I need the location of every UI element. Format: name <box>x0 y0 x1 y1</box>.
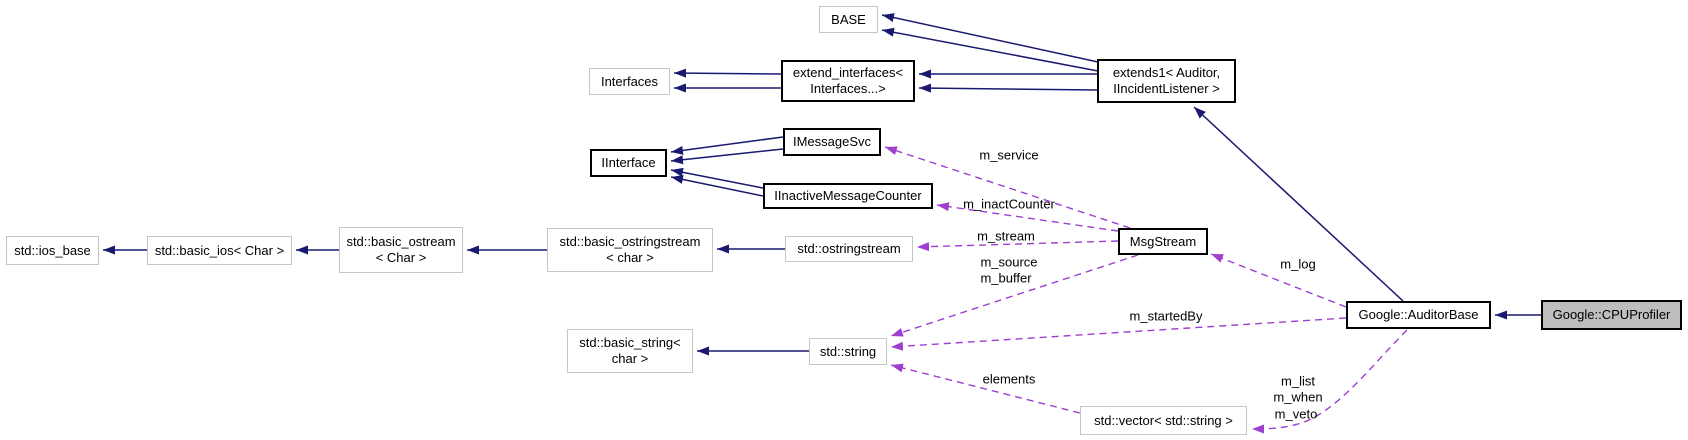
edge-auditorbase-to-msgstream-m-log <box>1210 253 1347 308</box>
node-label-line: MsgStream <box>1129 233 1197 249</box>
edge-label-m-service: m_service <box>979 147 1039 163</box>
node-label-line: IMessageSvc <box>792 134 872 149</box>
edge-auditorbase-to-string-m-startedby <box>890 317 1347 351</box>
edge-label-m-veto: m_veto <box>1274 406 1318 422</box>
node-std-vector-std-string: std::vector< std::string > <box>1080 406 1247 435</box>
node-label-line: std::basic_string< <box>579 335 681 350</box>
edge-label-m-inactcounter: m_inactCounter <box>963 196 1055 212</box>
node-std-ostringstream: std::ostringstream <box>785 236 913 262</box>
node-label-line: < char > <box>606 250 654 265</box>
node-std-string: std::string <box>809 338 887 365</box>
node-label-line: std::basic_ios< Char > <box>154 242 285 258</box>
node-label-line: std::string <box>819 343 877 359</box>
edge-extend-interfaces-to-interfaces-1 <box>673 68 782 78</box>
node-label-line: Interfaces <box>600 73 659 89</box>
node-std-basic-string-char: std::basic_string<char > <box>567 329 693 373</box>
node-label-line: std::basic_ostream <box>346 234 456 249</box>
node-label-line: std::vector< std::string > <box>1094 412 1233 428</box>
node-iinterface[interactable]: IInterface <box>590 149 667 177</box>
node-label-line: IInactiveMessageCounter <box>774 188 922 203</box>
node-label-line: IInterface <box>601 155 656 170</box>
edge-imessagesvc-to-iinterface-2 <box>670 148 784 165</box>
node-label-line: std::basic_ostringstream <box>559 234 701 249</box>
node-iinactivemessagecounter[interactable]: IInactiveMessageCounter <box>763 183 933 209</box>
edge-imessagesvc-to-iinterface-1 <box>670 136 784 155</box>
edge-label-m-list: m_list <box>1281 373 1315 389</box>
edge-iinactivemessagecounter-to-iinterface-1 <box>670 167 764 189</box>
node-label-line: Interfaces...> <box>810 81 886 96</box>
edge-extends1-to-extend-interfaces-2 <box>918 83 1098 93</box>
edge-label-m-startedby: m_startedBy <box>1129 308 1203 324</box>
node-extend-interfaces[interactable]: extend_interfaces<Interfaces...> <box>781 60 915 102</box>
node-label-line: IIncidentListener > <box>1113 81 1220 96</box>
edge-msgstream-to-string-m-source-m-buffer <box>890 254 1139 337</box>
node-interfaces: Interfaces <box>589 68 670 95</box>
node-label-line: extends1< Auditor, <box>1112 65 1221 80</box>
node-std-basic-ostream-char: std::basic_ostream< Char > <box>339 227 463 273</box>
edge-label-m-log: m_log <box>1280 256 1316 272</box>
edge-msgstream-to-ostringstream-m-stream <box>916 240 1119 252</box>
edge-auditorbase-to-vector-m-list-m-when-m-veto <box>1251 329 1408 434</box>
edge-extends1-to-base-2 <box>881 27 1099 72</box>
node-std-basic-ios-char: std::basic_ios< Char > <box>147 236 292 265</box>
edge-label-m-when: m_when <box>1273 389 1323 405</box>
node-label-line: Google::CPUProfiler <box>1552 307 1671 322</box>
edge-extends1-to-base-1 <box>881 13 1099 63</box>
node-extends1-auditor-iincidentlistener[interactable]: extends1< Auditor,IIncidentListener > <box>1097 59 1236 103</box>
edge-msgstream-to-iinactivemessagecounter-m-inactcounter <box>936 202 1119 232</box>
edge-auditorbase-to-extends1 <box>1193 106 1404 302</box>
node-label-line: Google::AuditorBase <box>1358 307 1479 322</box>
node-imessagesvc[interactable]: IMessageSvc <box>783 128 881 156</box>
edge-label-m-buffer: m_buffer <box>980 270 1032 286</box>
node-google-auditorbase[interactable]: Google::AuditorBase <box>1346 301 1491 329</box>
node-std-basic-ostringstream-char: std::basic_ostringstream< char > <box>547 228 713 272</box>
edge-iinactivemessagecounter-to-iinterface-2 <box>670 175 764 197</box>
edge-vector-to-string-elements <box>890 363 1081 414</box>
node-label-line: std::ios_base <box>14 242 91 258</box>
edge-label-m-stream: m_stream <box>977 228 1035 244</box>
node-label-line: char > <box>611 351 649 366</box>
node-label-line: extend_interfaces< <box>792 65 904 80</box>
edge-label-elements: elements <box>982 371 1036 387</box>
edge-label-m-source: m_source <box>980 254 1038 270</box>
node-label-line: BASE <box>831 11 866 27</box>
node-base: BASE <box>819 6 878 33</box>
node-google-cpuprofiler: Google::CPUProfiler <box>1541 300 1682 330</box>
node-msgstream[interactable]: MsgStream <box>1118 228 1208 255</box>
node-std-ios-base: std::ios_base <box>6 236 99 265</box>
node-label-line: std::ostringstream <box>797 241 901 256</box>
node-label-line: < Char > <box>375 250 427 265</box>
